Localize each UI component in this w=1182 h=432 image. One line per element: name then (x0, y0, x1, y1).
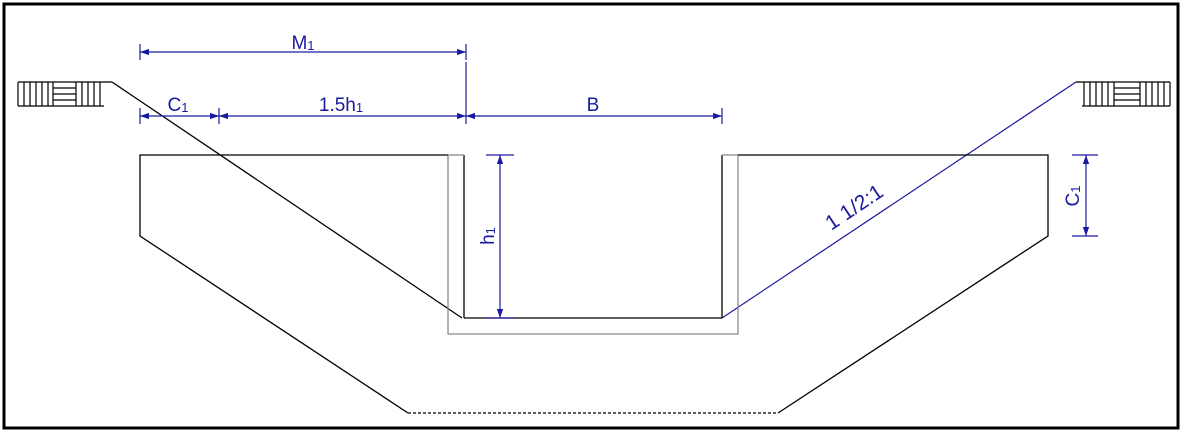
dimension-h1: h1 (478, 154, 514, 319)
label-slope-ratio: 1 1/2:1 (821, 180, 887, 235)
label-slope-width-sub: 1 (356, 100, 363, 115)
berm-outline-left (139, 154, 448, 414)
label-c1-right-main: C (1063, 193, 1084, 207)
svg-text:h1: h1 (478, 227, 499, 245)
excavation-slope-right (721, 81, 1077, 319)
label-bottom-width: B (587, 95, 600, 116)
label-c1-right-sub: 1 (1068, 186, 1083, 193)
dimension-c1-right: C1 (1063, 154, 1098, 237)
excavation-slope-left (111, 81, 463, 319)
label-c1-top-main: C (168, 95, 182, 116)
label-h1-main: h (478, 234, 499, 245)
label-slope-width-main: 1.5h (319, 95, 356, 116)
label-c1-top-sub: 1 (181, 100, 188, 115)
label-m1-sub: 1 (307, 38, 314, 53)
label-h1-sub: 1 (483, 227, 498, 234)
ground-hatch-left (17, 81, 104, 107)
dimension-m1: M1 (139, 33, 467, 60)
svg-text:1.5h1: 1.5h1 (319, 95, 363, 116)
berm-outline-right (738, 154, 1049, 414)
svg-text:C1: C1 (168, 95, 189, 116)
ground-hatch-right (1082, 81, 1171, 107)
channel-lining (447, 155, 739, 335)
label-m1-main: M (291, 33, 307, 54)
dimension-chain-top: C1 1.5h1 B (139, 62, 723, 124)
svg-text:M1: M1 (291, 33, 314, 54)
svg-text:C1: C1 (1063, 186, 1084, 207)
